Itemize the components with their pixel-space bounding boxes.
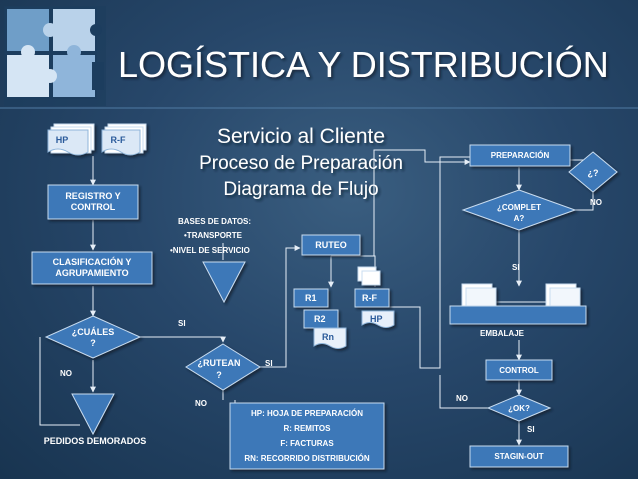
cuales-label-2: ? <box>90 338 96 348</box>
remitos-stack[interactable] <box>293 288 347 349</box>
completa-decision[interactable] <box>461 189 577 231</box>
completa-label-1: ¿COMPLET <box>497 203 541 212</box>
registro-label-1: REGISTRO Y <box>65 191 120 201</box>
bases-item2: •NIVEL DE SERVICIO <box>170 246 250 255</box>
r2-label: R2 <box>314 314 326 324</box>
completa-label-2: A? <box>514 214 525 223</box>
clasificacion-box[interactable] <box>31 251 153 285</box>
embalaje-box[interactable] <box>449 305 587 325</box>
registro-label-2: CONTROL <box>71 202 116 212</box>
preparacion-box[interactable] <box>469 144 571 167</box>
subtitle-line2: Proceso de Preparación <box>199 153 403 174</box>
rutean-decision[interactable] <box>185 343 261 391</box>
control-box[interactable] <box>485 359 553 381</box>
edge-no-rutean: NO <box>195 399 207 408</box>
cuales-label-1: ¿CUÁLES <box>72 327 115 337</box>
subtitle-line1: Servicio al Cliente <box>217 125 385 148</box>
rn-label: Rn <box>322 332 334 342</box>
edge-no-q: NO <box>590 198 602 207</box>
rf-document[interactable] <box>101 123 147 156</box>
q-decision[interactable] <box>568 151 618 193</box>
puzzle-logo <box>4 6 106 106</box>
r1-label: R1 <box>305 293 317 303</box>
bases-triangle[interactable] <box>202 261 246 304</box>
pedidos-triangle[interactable] <box>71 393 115 436</box>
clasificacion-label-2: AGRUPAMIENTO <box>55 268 128 278</box>
legend-box <box>229 402 385 470</box>
edge-no-ok: NO <box>456 394 468 403</box>
ok-decision[interactable] <box>486 394 552 422</box>
subtitle-line3: Diagrama de Flujo <box>223 179 378 200</box>
rutean-label-1: ¿RUTEAN <box>198 358 241 368</box>
edge-si-ok: SI <box>527 425 535 434</box>
embalaje-packages[interactable] <box>461 283 581 311</box>
ok-label: ¿OK? <box>508 404 530 413</box>
control-label: CONTROL <box>499 366 539 375</box>
legend-line4: RN: RECORRIDO DISTRIBUCIÓN <box>244 454 370 463</box>
bases-item1: •TRANSPORTE <box>184 231 243 240</box>
legend-line2: R: REMITOS <box>284 424 332 433</box>
legend-line1: HP: HOJA DE PREPARACIÓN <box>251 409 363 418</box>
rf-hp-stack[interactable] <box>354 266 395 328</box>
legend-line3: F: FACTURAS <box>280 439 334 448</box>
rutean-label-2: ? <box>216 370 222 380</box>
hp-document[interactable] <box>47 123 95 156</box>
stagin-label: STAGIN-OUT <box>494 452 543 461</box>
hp2-label: HP <box>370 314 383 324</box>
rf-doc-label: R-F <box>111 135 126 145</box>
pedidos-label: PEDIDOS DEMORADOS <box>44 436 147 446</box>
rf2-label: R-F <box>362 293 377 303</box>
edge-si-cuales: SI <box>178 319 186 328</box>
edge-si-rutean: SI <box>265 359 273 368</box>
stagin-box[interactable] <box>469 445 569 468</box>
cuales-decision[interactable] <box>44 315 142 359</box>
ruteo-label: RUTEO <box>315 240 347 250</box>
edge-si-completa: SI <box>512 263 520 272</box>
ruteo-box[interactable] <box>301 234 361 256</box>
bases-heading: BASES DE DATOS: <box>178 217 251 226</box>
edge-no-cuales: NO <box>60 369 72 378</box>
registro-box[interactable] <box>47 184 139 220</box>
embalaje-label: EMBALAJE <box>480 329 525 338</box>
preparacion-label: PREPARACIÓN <box>491 151 550 160</box>
q-label: ¿? <box>588 168 599 178</box>
clasificacion-label-1: CLASIFICACIÓN Y <box>53 256 132 267</box>
page-title: LOGÍSTICA Y DISTRIBUCIÓN <box>118 44 609 85</box>
hp-doc-label: HP <box>56 135 69 145</box>
